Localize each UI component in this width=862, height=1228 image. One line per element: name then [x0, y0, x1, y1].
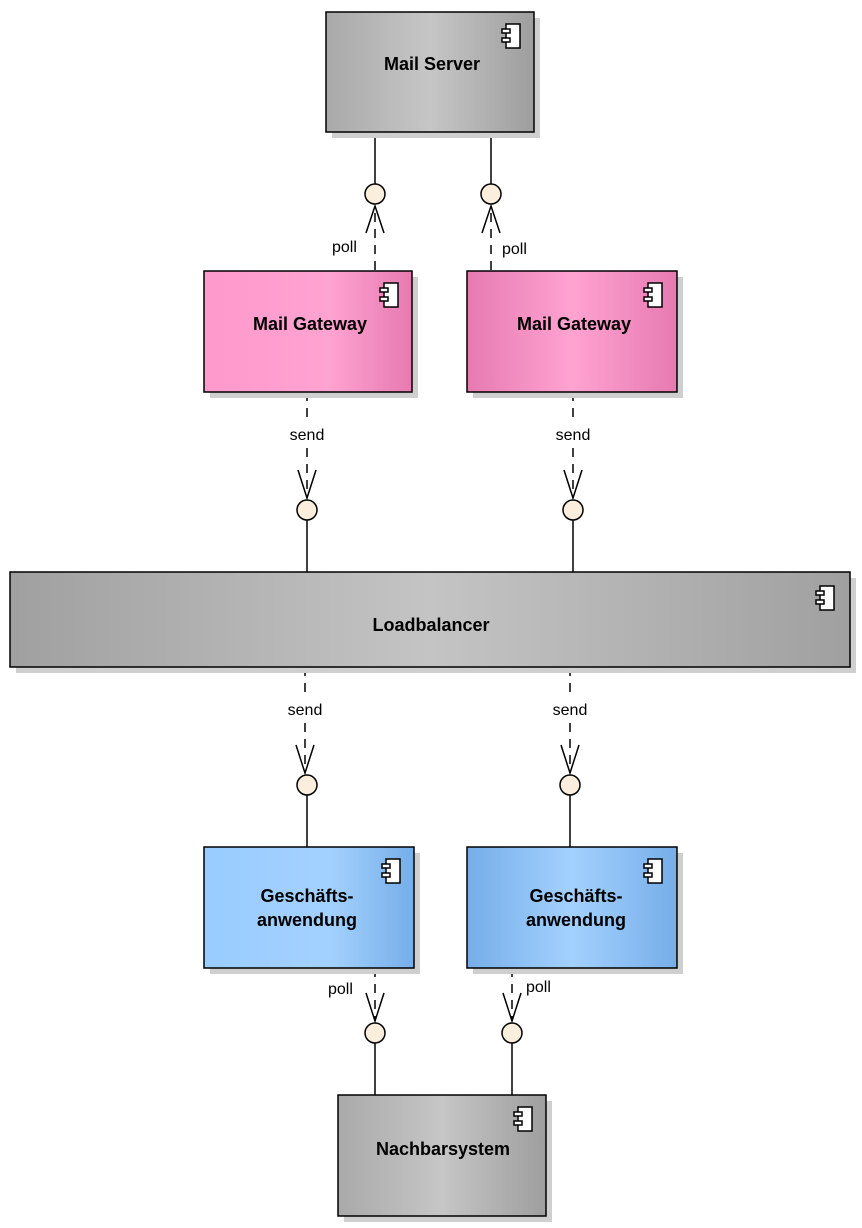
dependency-gw1-to-lb: send [290, 392, 325, 501]
component-label-line1: Geschäfts- [529, 886, 622, 906]
component-loadbalancer[interactable]: Loadbalancer [9, 571, 856, 673]
neighbor-interface-left [364, 1022, 386, 1095]
component-app-2[interactable]: Geschäfts- anwendung [466, 846, 683, 974]
neighbor-interface-right [501, 1022, 523, 1095]
dependency-gw2-to-server: poll [481, 203, 527, 270]
edge-label-poll: poll [502, 241, 527, 258]
interface-circle [501, 1022, 523, 1044]
edge-label-poll: poll [328, 981, 353, 998]
component-app-1[interactable]: Geschäfts- anwendung [203, 846, 420, 974]
component-label-line2: anwendung [257, 910, 357, 930]
edge-label-send: send [553, 702, 588, 719]
dependency-lb-to-app2: send [553, 667, 588, 776]
edge-label-send: send [556, 427, 591, 444]
component-label: Mail Server [384, 54, 480, 74]
component-label-line2: anwendung [526, 910, 626, 930]
dependency-lb-to-app1: send [288, 667, 323, 776]
component-nachbarsystem[interactable]: Nachbarsystem [337, 1094, 552, 1222]
component-mail-gateway-2[interactable]: Mail Gateway [466, 270, 683, 398]
dependency-app2-to-neighbor: poll [502, 968, 551, 1024]
edge-label-send: send [290, 427, 325, 444]
interface-circle [296, 774, 318, 796]
interface-circle [364, 183, 386, 205]
dependency-gw2-to-lb: send [556, 392, 591, 501]
edge-label-poll: poll [332, 239, 357, 256]
interface-circle [364, 1022, 386, 1044]
component-label: Mail Gateway [253, 314, 367, 334]
component-label: Nachbarsystem [376, 1139, 510, 1159]
interface-circle [480, 183, 502, 205]
loadbalancer-interface-top-left [296, 499, 318, 572]
edge-label-poll: poll [526, 979, 551, 996]
component-label: Loadbalancer [372, 615, 489, 635]
edge-label-send: send [288, 702, 323, 719]
mail-server-interface-left [364, 132, 386, 205]
app1-interface-top [296, 774, 318, 847]
component-mail-gateway-1[interactable]: Mail Gateway [203, 270, 418, 398]
component-label-line1: Geschäfts- [260, 886, 353, 906]
loadbalancer-interface-top-right [562, 499, 584, 572]
component-label: Mail Gateway [517, 314, 631, 334]
interface-circle [559, 774, 581, 796]
interface-circle [296, 499, 318, 521]
component-mail-server[interactable]: Mail Server [325, 11, 540, 138]
dependency-app1-to-neighbor: poll [328, 968, 385, 1024]
app2-interface-top [559, 774, 581, 847]
dependency-gw1-to-server: poll [332, 203, 385, 270]
interface-circle [562, 499, 584, 521]
mail-server-interface-right [480, 132, 502, 205]
